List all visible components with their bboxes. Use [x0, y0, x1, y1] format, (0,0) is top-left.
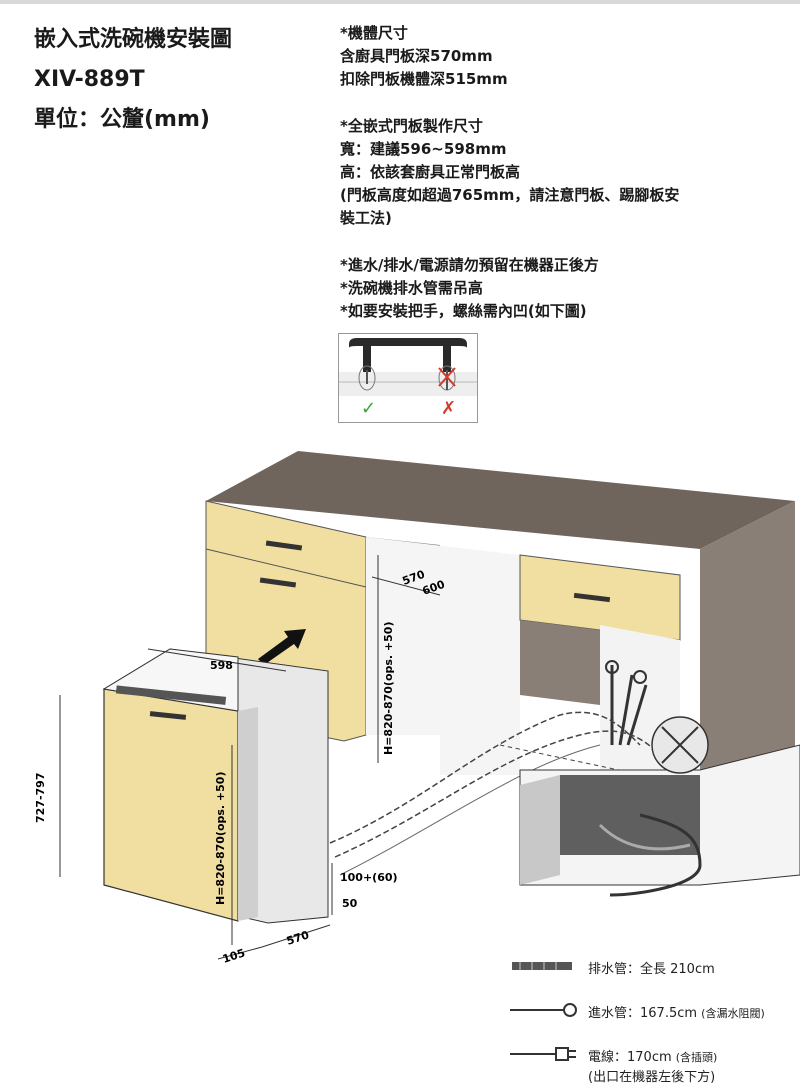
panel-size-line: (門板高度如超過765mm，請注意門板、踢腳板安 — [340, 186, 680, 204]
ok-mark: ✓ — [361, 398, 376, 419]
dishwasher-cavity — [366, 537, 520, 775]
model-number: XIV-889T — [34, 67, 145, 92]
drawer-handle-icon — [573, 592, 611, 603]
supply-pipe — [618, 674, 634, 746]
unit-height-dim: H=820-870(ops. +50) — [214, 772, 227, 905]
drawer-handle-icon — [259, 577, 297, 588]
title-block: 嵌入式洗碗機安裝圖 XIV-889T 單位：公釐(mm) — [34, 20, 232, 140]
base-depth-dim: 570 — [285, 928, 311, 948]
inlet-hose-length: 進水管：167.5cm — [588, 1006, 698, 1021]
cabinet-countertop — [206, 451, 795, 549]
door-handle-icon — [149, 711, 187, 720]
depth-dim-line — [371, 576, 441, 596]
width-dim: 598 — [210, 659, 233, 672]
drawer-divider — [205, 548, 367, 588]
ng-mark: ✗ — [441, 398, 456, 419]
body-size-title: *機體尺寸 — [340, 24, 408, 42]
drawer-handle-icon — [265, 540, 303, 551]
recessed-screw-circle — [358, 365, 376, 391]
panel-size-title: *全嵌式門板製作尺寸 — [340, 117, 483, 135]
body-size-line: 含廚具門板深570mm — [340, 47, 493, 65]
note-line: *進水/排水/電源請勿預留在機器正後方 — [340, 256, 599, 274]
power-plug-icon — [510, 1047, 576, 1061]
inset-machine-back — [560, 775, 700, 855]
inset-inlet-hose — [609, 813, 702, 897]
power-cord-length: 電線：170cm — [588, 1050, 672, 1065]
inlet-hose-icon — [510, 1003, 577, 1017]
plinth-dim: 100+(60) — [340, 871, 398, 884]
page-title: 嵌入式洗碗機安裝圖 — [34, 27, 233, 52]
unit-label: 單位：公釐(mm) — [34, 107, 210, 132]
handle-post-right — [443, 346, 451, 372]
body-size-group: *機體尺寸 含廚具門板深570mm 扣除門板機體深515mm — [340, 22, 780, 91]
dishwasher-side — [238, 707, 258, 921]
spec-notes: *機體尺寸 含廚具門板深570mm 扣除門板機體深515mm *全嵌式門板製作尺… — [340, 22, 780, 347]
inlet-hose-label: 進水管：167.5cm (含漏水阻閥) — [588, 1002, 765, 1021]
panel-size-line: 高：依該套廚具正常門板高 — [340, 163, 521, 181]
power-cord-note: (含插頭) — [675, 1051, 718, 1064]
note-line: *如要安裝把手，螺絲需內凹(如下圖) — [340, 302, 587, 320]
valve-icon — [605, 660, 619, 674]
note-line: *洗碗機排水管需吊高 — [340, 279, 483, 297]
drain-hose-icon — [512, 962, 572, 970]
drain-hose-label: 排水管：全長 210cm — [588, 962, 715, 977]
control-strip — [115, 685, 227, 705]
top-rule — [0, 0, 800, 4]
inset-drain-hose — [598, 823, 691, 851]
panel-size-line: 裝工法) — [340, 209, 392, 227]
door-depth-dim: 105 — [221, 946, 247, 965]
legend-item-power: 電線：170cm (含插頭) (出口在機器左後下方) — [508, 1044, 798, 1088]
handle-bar — [349, 338, 467, 348]
cross-mark-icon — [438, 367, 456, 387]
panel-size-group: *全嵌式門板製作尺寸 寬：建議596~598mm 高：依該套廚具正常門板高 (門… — [340, 115, 780, 230]
insert-arrow-icon — [258, 629, 306, 665]
plinth-gap-dim: 50 — [342, 897, 358, 910]
inlet-hose-note: (含漏水阻閥) — [701, 1007, 765, 1020]
power-cord — [339, 744, 601, 876]
power-cord-label: 電線：170cm (含插頭) — [588, 1046, 717, 1065]
handle-post-left — [363, 346, 371, 372]
panel-size-line: 寬：建議596~598mm — [340, 140, 507, 158]
base-depth-dim-line — [261, 924, 331, 948]
inset-machine-side — [520, 775, 560, 885]
legend-item-inlet: 進水管：167.5cm (含漏水阻閥) — [508, 1000, 798, 1044]
valve-icon — [633, 670, 647, 684]
handle-example-drawing: ✓ ✗ — [339, 338, 477, 419]
installation-diagram: 727-797 598 H=820-870(ops. +50) H=820-87… — [34, 451, 800, 965]
power-cord-sub: (出口在機器左後下方) — [588, 1070, 716, 1085]
inlet-hose — [334, 730, 661, 858]
body-size-line: 扣除門板機體深515mm — [340, 70, 508, 88]
drain-hose — [329, 711, 641, 844]
legend: 排水管：全長 210cm 進水管：167.5cm (含漏水阻閥) 電線：170c… — [508, 956, 798, 1088]
prohibit-mark-icon — [661, 726, 699, 764]
body-height-dim: 727-797 — [34, 773, 47, 824]
legend-item-drain: 排水管：全長 210cm — [508, 956, 798, 1000]
handle-example-figure: ✓ ✗ — [338, 333, 478, 423]
width-dim-line — [147, 648, 287, 672]
cabinet-height-dim: H=820-870(ops. +50) — [382, 622, 395, 755]
notes-group: *進水/排水/電源請勿預留在機器正後方 *洗碗機排水管需吊高 *如要安裝把手，螺… — [340, 254, 780, 323]
door-depth-dim-line — [217, 946, 263, 960]
